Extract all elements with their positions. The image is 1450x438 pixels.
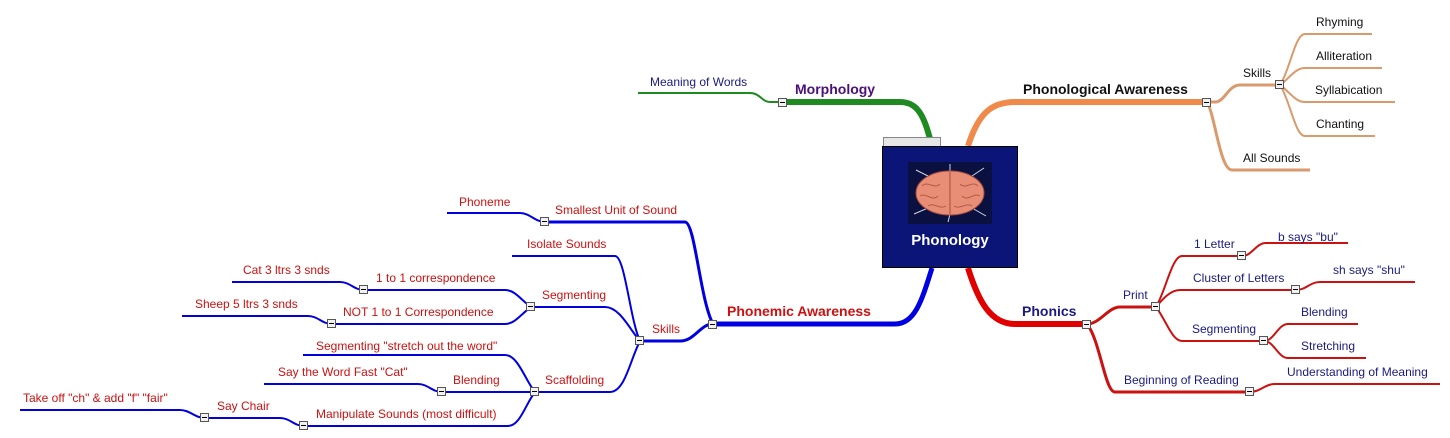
line-sheep bbox=[182, 315, 333, 325]
line-oneletter bbox=[1155, 255, 1242, 308]
line-meaning bbox=[638, 92, 782, 103]
line-takeoff bbox=[20, 409, 206, 419]
topic-morphology[interactable]: Morphology bbox=[795, 81, 876, 97]
subtopic-sheep[interactable]: Sheep 5 ltrs 3 snds bbox=[195, 297, 298, 311]
central-title: Phonology bbox=[911, 232, 989, 249]
line-sayfast bbox=[264, 383, 443, 393]
subtopic-rhyming[interactable]: Rhyming bbox=[1316, 15, 1364, 29]
subtopic-skills[interactable]: Skills bbox=[1243, 66, 1272, 80]
subtopic-isolate-sounds[interactable]: Isolate Sounds bbox=[527, 237, 607, 251]
collapse-toggle-beginning[interactable] bbox=[1245, 387, 1254, 396]
line-smallest bbox=[545, 220, 715, 325]
collapse-toggle-blending-pm[interactable] bbox=[437, 387, 446, 396]
subtopic-print[interactable]: Print bbox=[1123, 288, 1148, 302]
line-manipulate bbox=[304, 391, 536, 427]
subtopic-blending-phonemic[interactable]: Blending bbox=[453, 373, 500, 387]
collapse-toggle-not-1-to-1[interactable] bbox=[327, 319, 336, 328]
line-print bbox=[1086, 305, 1156, 326]
collapse-toggle-morphology[interactable] bbox=[778, 98, 787, 107]
collapse-toggle-smallest-unit[interactable] bbox=[540, 217, 549, 226]
collapse-toggle-say-chair[interactable] bbox=[200, 413, 209, 422]
subtopic-1-to-1[interactable]: 1 to 1 correspondence bbox=[376, 271, 496, 285]
collapse-toggle-1-to-1[interactable] bbox=[359, 285, 368, 294]
line-cat bbox=[232, 281, 365, 291]
topic-phonemic-awareness[interactable]: Phonemic Awareness bbox=[727, 303, 871, 319]
subtopic-cluster-of-letters[interactable]: Cluster of Letters bbox=[1193, 271, 1285, 285]
line-segmenting-pm bbox=[531, 306, 641, 342]
subtopic-stretching[interactable]: Stretching bbox=[1301, 339, 1356, 353]
line-beginning bbox=[1085, 323, 1250, 394]
trunk-phonics bbox=[965, 267, 1087, 327]
line-bsays bbox=[1241, 242, 1348, 257]
subtopic-say-chair[interactable]: Say Chair bbox=[217, 399, 270, 413]
line-isolate bbox=[512, 255, 641, 342]
collapse-toggle-skills-pm[interactable] bbox=[635, 336, 644, 345]
collapse-toggle-print[interactable] bbox=[1151, 302, 1160, 311]
subtopic-scaffolding[interactable]: Scaffolding bbox=[545, 373, 605, 387]
line-scaffolding bbox=[535, 340, 641, 393]
line-understanding bbox=[1249, 383, 1440, 393]
subtopic-phoneme[interactable]: Phoneme bbox=[459, 195, 511, 209]
subtopic-sh-says[interactable]: sh says "shu" bbox=[1333, 263, 1405, 277]
collapse-toggle-segmenting-phonics[interactable] bbox=[1259, 336, 1268, 345]
trunk-phonemic bbox=[713, 267, 935, 327]
line-allsounds bbox=[1205, 101, 1310, 172]
subtopic-smallest-unit[interactable]: Smallest Unit of Sound bbox=[555, 203, 678, 217]
trunk-phonological bbox=[965, 99, 1210, 147]
collapse-toggle-1-letter[interactable] bbox=[1237, 251, 1246, 260]
subtopic-take-off[interactable]: Take off "ch" & add "f" "fair" bbox=[23, 391, 168, 405]
subtopic-blending-phonics[interactable]: Blending bbox=[1301, 305, 1348, 319]
subtopic-chanting[interactable]: Chanting bbox=[1316, 117, 1365, 131]
subtopic-segmenting-stretch[interactable]: Segmenting "stretch out the word" bbox=[316, 339, 498, 353]
subtopic-all-sounds[interactable]: All Sounds bbox=[1243, 151, 1301, 165]
collapse-toggle-manipulate[interactable] bbox=[299, 421, 308, 430]
collapse-toggle-cluster[interactable] bbox=[1291, 285, 1300, 294]
subtopic-cat[interactable]: Cat 3 ltrs 3 snds bbox=[243, 263, 330, 277]
subtopic-alliteration[interactable]: Alliteration bbox=[1316, 49, 1373, 63]
subtopic-syllabication[interactable]: Syllabication bbox=[1315, 83, 1383, 97]
subtopic-segmenting-phonemic[interactable]: Segmenting bbox=[542, 288, 607, 302]
line-saychair bbox=[205, 417, 305, 427]
line-rhyming bbox=[1279, 33, 1372, 86]
collapse-toggle-scaffolding[interactable] bbox=[530, 387, 539, 396]
subtopic-segmenting-phonics[interactable]: Segmenting bbox=[1192, 322, 1257, 336]
subtopic-1-letter[interactable]: 1 Letter bbox=[1194, 237, 1235, 251]
line-phoneme bbox=[447, 212, 546, 223]
subtopic-understanding-of-meaning[interactable]: Understanding of Meaning bbox=[1287, 365, 1428, 379]
line-cluster bbox=[1155, 289, 1296, 308]
subtopic-manipulate-sounds[interactable]: Manipulate Sounds (most difficult) bbox=[316, 407, 497, 421]
subtopic-beginning-of-reading[interactable]: Beginning of Reading bbox=[1124, 373, 1239, 387]
topic-phonics[interactable]: Phonics bbox=[1022, 303, 1077, 319]
brain-icon bbox=[908, 162, 992, 224]
collapse-toggle-phonological[interactable] bbox=[1202, 98, 1211, 107]
subtopic-b-says[interactable]: b says "bu" bbox=[1278, 230, 1338, 244]
topic-phonological-awareness[interactable]: Phonological Awareness bbox=[1023, 81, 1188, 97]
collapse-toggle-phonemic[interactable] bbox=[708, 320, 717, 329]
line-shsays bbox=[1295, 281, 1415, 291]
line-skills-pa bbox=[1207, 83, 1280, 104]
subtopic-say-word-fast[interactable]: Say the Word Fast "Cat" bbox=[278, 365, 408, 379]
collapse-toggle-segmenting-pm[interactable] bbox=[526, 302, 535, 311]
collapse-toggle-phonics[interactable] bbox=[1082, 320, 1091, 329]
collapse-toggle-skills-pa[interactable] bbox=[1275, 80, 1284, 89]
subtopic-not-1-to-1[interactable]: NOT 1 to 1 Correspondence bbox=[343, 305, 494, 319]
subtopic-skills-phonemic[interactable]: Skills bbox=[652, 322, 681, 336]
line-segmenting-ph bbox=[1155, 306, 1264, 342]
central-folder-tab bbox=[883, 137, 941, 147]
line-chanting bbox=[1279, 84, 1375, 137]
subtopic-meaning-of-words[interactable]: Meaning of Words bbox=[650, 75, 748, 89]
